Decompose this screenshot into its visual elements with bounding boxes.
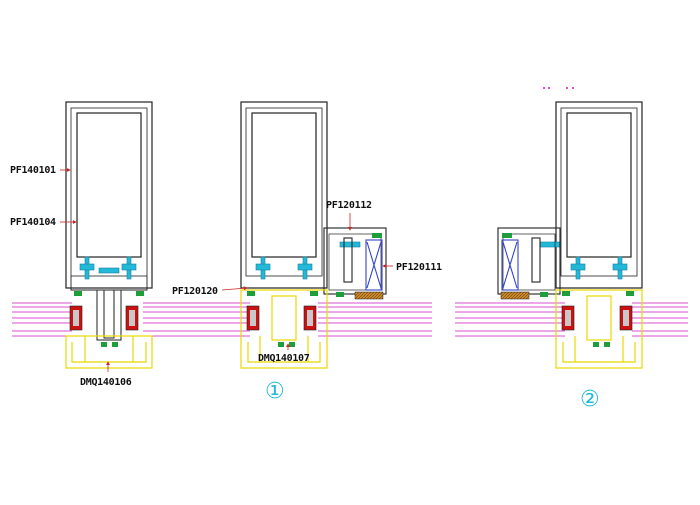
pressure-clips: [539, 241, 628, 280]
green-gaskets: [502, 233, 634, 347]
detail-marker-2: ②: [580, 387, 600, 412]
detail-marker-1: ①: [265, 379, 285, 404]
setting-blocks: [246, 305, 317, 331]
callout-leaders: [60, 168, 393, 372]
sash-bottom-seal: [354, 291, 384, 300]
mullion-tube: [555, 101, 643, 289]
right-section: [455, 87, 688, 369]
pressure-plate: [240, 289, 328, 369]
label-pf120111: PF120111: [396, 262, 442, 273]
center-bolt: [96, 289, 122, 341]
pressure-plate: [65, 335, 153, 369]
window-sash: [323, 227, 387, 295]
stray-marks: [543, 87, 574, 89]
pressure-plate: [555, 289, 643, 369]
green-gaskets: [247, 233, 382, 347]
label-dmq140106: DMQ140106: [80, 377, 132, 388]
label-pf120112: PF120112: [326, 200, 372, 211]
glass-panel-right: [318, 302, 432, 337]
glass-panel-right: [143, 302, 205, 337]
setting-blocks: [561, 305, 633, 331]
mullion-tube: [65, 101, 153, 291]
label-pf140104: PF140104: [10, 217, 56, 228]
label-dmq140107: DMQ140107: [258, 353, 310, 364]
setting-blocks: [69, 305, 139, 331]
glass-panel-left: [455, 302, 565, 337]
glass-panel-right: [632, 302, 688, 337]
sash-bottom-seal: [500, 291, 530, 300]
mullion-tube: [240, 101, 328, 289]
green-gaskets: [74, 291, 144, 347]
glass-panel-left: [12, 302, 72, 337]
middle-section: [200, 101, 432, 369]
pressure-clips: [79, 256, 137, 280]
window-sash: [497, 227, 561, 295]
glass-panel-left: [200, 302, 250, 337]
left-section: [12, 101, 205, 369]
label-pf120120: PF120120: [172, 286, 218, 297]
pressure-clips: [255, 241, 361, 280]
label-pf140101: PF140101: [10, 165, 56, 176]
